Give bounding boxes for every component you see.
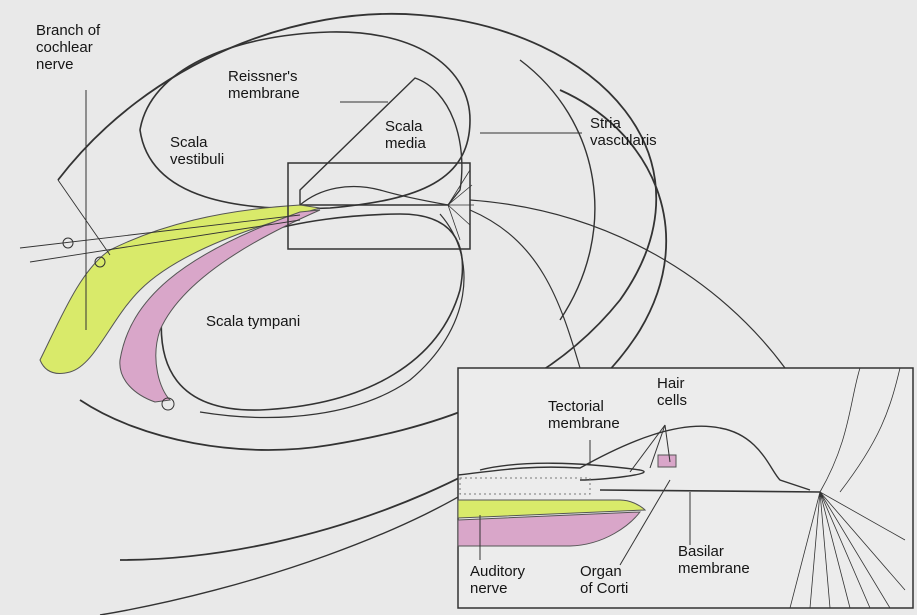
- label-auditory-nerve: Auditory nerve: [470, 563, 525, 597]
- label-organ-of-corti: Organ of Corti: [580, 563, 628, 597]
- label-branch-of-cochlear-nerve: Branch of cochlear nerve: [36, 22, 100, 73]
- label-hair-cells: Hair cells: [657, 375, 687, 409]
- label-scala-tympani: Scala tympani: [206, 313, 300, 330]
- scala-media-outline: [300, 78, 462, 205]
- label-tectorial-membrane: Tectorial membrane: [548, 398, 620, 432]
- inset-hair-cells: [658, 455, 676, 467]
- label-scala-vestibuli: Scala vestibuli: [170, 134, 224, 168]
- label-reissners-membrane: Reissner's membrane: [228, 68, 300, 102]
- zoom-line-lower: [470, 210, 580, 368]
- zoom-line-upper: [470, 200, 785, 368]
- third-cochlear-wall: [520, 60, 595, 320]
- label-stria-vascularis: Stria vascularis: [590, 115, 657, 149]
- basal-turn-outline: [100, 470, 500, 615]
- label-basilar-membrane: Basilar membrane: [678, 543, 750, 577]
- label-scala-media: Scala media: [385, 118, 426, 152]
